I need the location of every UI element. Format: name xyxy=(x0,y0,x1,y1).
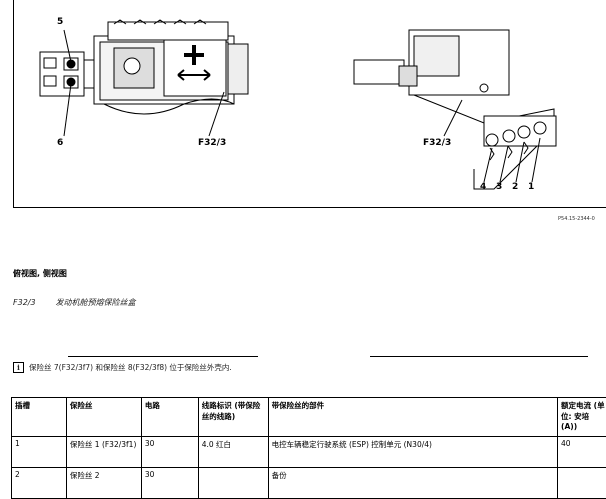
cell-circuit: 30 xyxy=(141,437,198,468)
cell-fuse: 保险丝 2 xyxy=(66,468,141,499)
note: i 保险丝 7(F32/3f7) 和保险丝 8(F32/3f8) 位于保险丝外壳… xyxy=(13,362,232,373)
figure-panel: 5 6 F32/3 F32/3 4 3 2 1 xyxy=(13,0,606,208)
cell-component: 电控车辆稳定行驶系统 (ESP) 控制单元 (N30/4) xyxy=(268,437,557,468)
cell-circuit: 30 xyxy=(141,468,198,499)
callout-f32-3-left: F32/3 xyxy=(198,138,226,148)
cell-slot: 1 xyxy=(12,437,67,468)
table-header-row: 插槽 保险丝 电路 线路标识 (带保险丝的线路) 带保险丝的部件 额定电流 (单… xyxy=(12,398,606,437)
callout-3: 3 xyxy=(496,182,502,192)
component-code: F32/3 xyxy=(13,298,53,307)
fuse-box-side-view xyxy=(354,30,556,189)
cell-line-id xyxy=(198,468,268,499)
component-desc: 发动机舱预熔保险丝盒 xyxy=(56,298,136,307)
header-fuse: 保险丝 xyxy=(66,398,141,437)
fuse-box-illustration xyxy=(14,0,606,208)
section-heading: 俯视图, 侧视图 xyxy=(13,268,67,279)
header-component: 带保险丝的部件 xyxy=(268,398,557,437)
header-line-id: 线路标识 (带保险丝的线路) xyxy=(198,398,268,437)
cell-rated-current: 40 xyxy=(558,437,606,468)
cell-fuse: 保险丝 1 (F32/3f1) xyxy=(66,437,141,468)
callout-1: 1 xyxy=(528,182,534,192)
divider-left xyxy=(68,356,258,357)
header-circuit: 电路 xyxy=(141,398,198,437)
info-icon: i xyxy=(13,362,24,373)
callout-5: 5 xyxy=(57,17,63,27)
cell-slot: 2 xyxy=(12,468,67,499)
callout-6: 6 xyxy=(57,138,63,148)
cell-line-id: 4.0 红白 xyxy=(198,437,268,468)
callout-4: 4 xyxy=(480,182,486,192)
divider-right xyxy=(370,356,588,357)
note-text: 保险丝 7(F32/3f7) 和保险丝 8(F32/3f8) 位于保险丝外壳内. xyxy=(29,362,232,373)
cell-component: 备份 xyxy=(268,468,557,499)
callout-2: 2 xyxy=(512,182,518,192)
figure-code: P54.15-2344-0 xyxy=(558,216,595,222)
cell-rated-current xyxy=(558,468,606,499)
fuse-box-top-view xyxy=(40,20,248,136)
table-row: 1 保险丝 1 (F32/3f1) 30 4.0 红白 电控车辆稳定行驶系统 (… xyxy=(12,437,606,468)
fuse-table: 插槽 保险丝 电路 线路标识 (带保险丝的线路) 带保险丝的部件 额定电流 (单… xyxy=(11,397,606,499)
component-line: F32/3 发动机舱预熔保险丝盒 xyxy=(13,297,136,308)
table-row: 2 保险丝 2 30 备份 xyxy=(12,468,606,499)
header-rated-current: 额定电流 (单位: 安培 (A)) xyxy=(558,398,606,437)
callout-f32-3-right: F32/3 xyxy=(423,138,451,148)
header-slot: 插槽 xyxy=(12,398,67,437)
